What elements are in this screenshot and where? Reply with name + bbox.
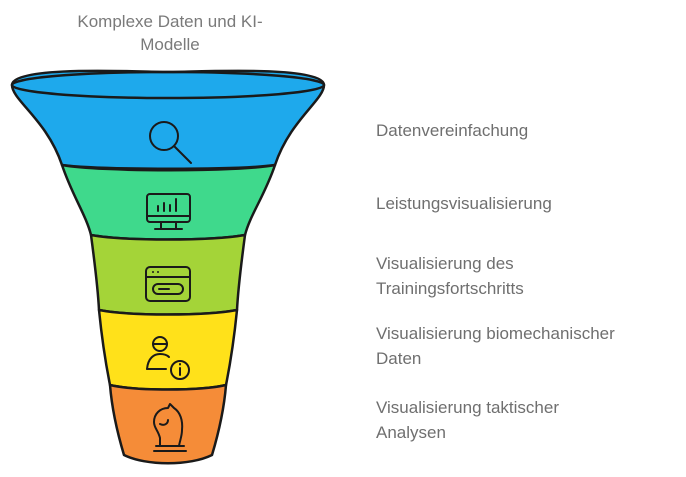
monitor-bar-chart-icon [146,193,191,230]
stage-label-2: Leistungsvisualisierung [376,194,552,213]
magnifying-glass-icon [149,121,192,164]
chess-knight-icon [153,403,187,452]
funnel-input-label: Komplexe Daten und KI- Modelle [77,12,263,54]
funnel-stage-5 [108,383,228,465]
progress-window-icon [145,266,191,302]
stage-label-1: Datenvereinfachung [376,121,529,140]
stage-label-3: Visualisierung des Trainingsfortschritts [376,254,524,298]
funnel-stage-1 [10,69,326,170]
funnel-stage-4 [97,308,239,391]
user-info-icon [146,336,190,380]
funnel-stage-3 [89,233,247,316]
funnel-rim [10,70,326,100]
stage-label-5: Visualisierung taktischer Analysen [376,398,559,442]
stage-label-4: Visualisierung biomechanischer Daten [376,324,615,368]
